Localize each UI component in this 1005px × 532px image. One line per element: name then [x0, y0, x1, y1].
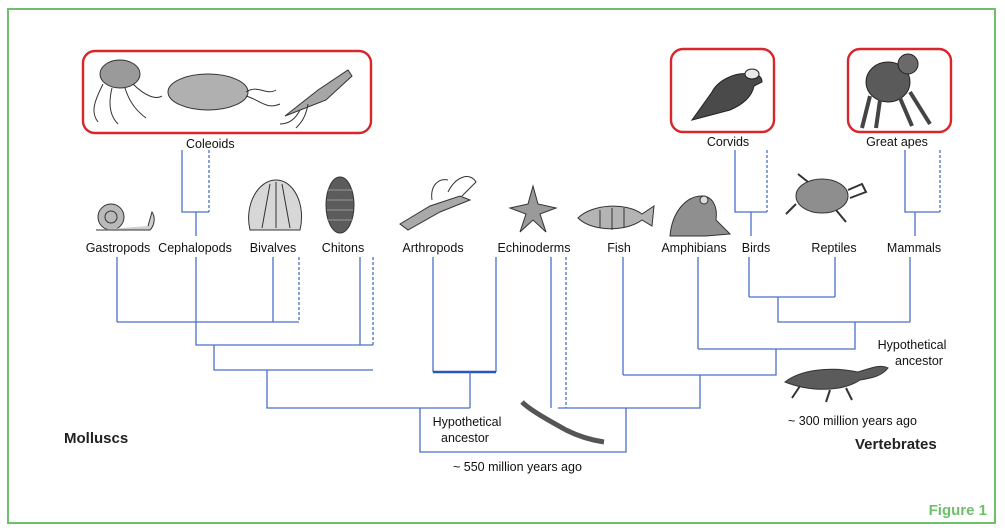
label-root-ancestor-line2: ancestor: [441, 431, 489, 445]
label-root-age: ~ 550 million years ago: [453, 460, 582, 474]
node-molluscs-2: [196, 322, 373, 345]
branch-great-apes: [905, 150, 940, 212]
node-tetrapods: [698, 322, 855, 349]
coleoid-illustrations: [94, 60, 352, 128]
squid-icon: [285, 70, 352, 116]
node-molluscs-4: [267, 370, 470, 408]
node-deuterostomes: [558, 375, 700, 408]
label-birds: Birds: [742, 241, 770, 255]
taxa-illustrations: [96, 174, 888, 442]
label-mammals: Mammals: [887, 241, 941, 255]
label-great-apes: Great apes: [866, 135, 928, 149]
label-gastropods: Gastropods: [86, 241, 151, 255]
bird-icon: [692, 73, 762, 120]
label-chitons: Chitons: [322, 241, 364, 255]
cuttlefish-icon: [168, 74, 248, 110]
node-gnathostomes: [623, 349, 776, 375]
corvid-illustration: [692, 69, 762, 120]
starfish-icon: [510, 186, 556, 232]
fish-icon: [578, 206, 654, 229]
vertebrate-ancestor-icon: [785, 366, 888, 389]
branch-coleoids: [182, 150, 209, 212]
node-amniotes: [778, 297, 910, 322]
branch-corvids: [735, 150, 767, 212]
label-reptiles: Reptiles: [811, 241, 856, 255]
label-vertebrate-age: ~ 300 million years ago: [788, 414, 917, 428]
label-fish: Fish: [607, 241, 631, 255]
group-label-molluscs: Molluscs: [64, 430, 128, 447]
label-vertebrate-ancestor-line2: ancestor: [895, 354, 943, 368]
scallop-icon: [249, 180, 302, 230]
turtle-icon: [796, 179, 848, 213]
label-echinoderms: Echinoderms: [498, 241, 571, 255]
figure-label: Figure 1: [929, 502, 987, 519]
ape-illustration: [862, 54, 930, 128]
label-arthropods: Arthropods: [402, 241, 463, 255]
label-corvids: Corvids: [707, 135, 749, 149]
group-label-vertebrates: Vertebrates: [855, 436, 937, 453]
label-bivalves: Bivalves: [250, 241, 297, 255]
label-root-ancestor-line1: Hypothetical: [433, 415, 502, 429]
node-molluscs-3: [214, 345, 373, 370]
lobster-icon: [400, 196, 470, 230]
label-amphibians: Amphibians: [661, 241, 726, 255]
chiton-icon: [326, 177, 354, 233]
snail-icon: [98, 204, 124, 230]
octopus-icon: [100, 60, 140, 88]
label-cephalopods: Cephalopods: [158, 241, 232, 255]
label-coleoids: Coleoids: [186, 137, 235, 151]
label-vertebrate-ancestor-line1: Hypothetical: [878, 338, 947, 352]
